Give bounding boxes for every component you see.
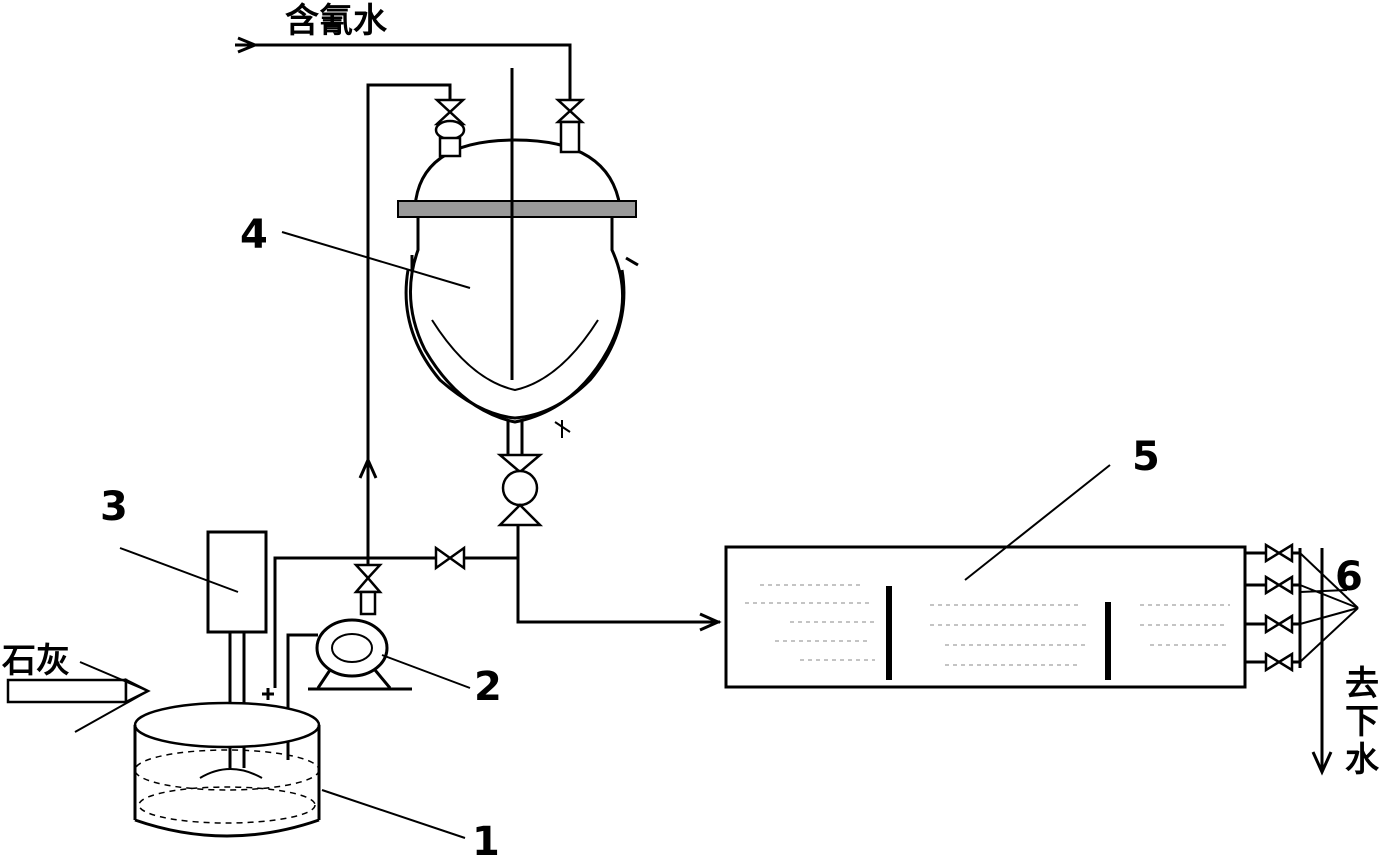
lime-dosing-device: [206, 530, 268, 768]
label-cyanide-water: 含氰水: [285, 1, 388, 41]
reactor-inlet-valve-right: [554, 98, 586, 154]
reactor-outlet-valve: [496, 453, 544, 527]
discharge-valves: [1245, 542, 1359, 673]
sedimentation-tank: [724, 545, 1247, 689]
recirculation-line: [358, 83, 452, 565]
cyanide-water-inlet-line: [235, 36, 572, 100]
sewer-drain-line: [1311, 548, 1333, 776]
label-4-reactor: 4: [240, 212, 268, 258]
leader-lines: [74, 231, 1348, 839]
label-lime: 石灰: [1, 641, 70, 681]
label-5-sedimentation-tank: 5: [1132, 434, 1160, 480]
label-2-pump: 2: [474, 664, 502, 710]
label-to-sewer-1: 去: [1345, 664, 1379, 704]
reactor-vessel: [397, 68, 639, 455]
label-1-mixing-tank: 1: [472, 819, 500, 859]
pump: [286, 618, 412, 760]
mixing-tank: [133, 688, 321, 838]
label-3-dosing-device: 3: [100, 484, 128, 530]
label-to-sewer-2: 下: [1345, 702, 1379, 742]
outlet-line: [516, 525, 722, 632]
lime-input: [6, 677, 151, 705]
bypass-valve: [434, 545, 466, 571]
pump-outlet-valve: [353, 563, 383, 616]
label-6-discharge-valves: 6: [1335, 554, 1363, 600]
label-to-sewer-3: 水: [1345, 740, 1380, 780]
reactor-inlet-valve-left: [433, 98, 467, 158]
